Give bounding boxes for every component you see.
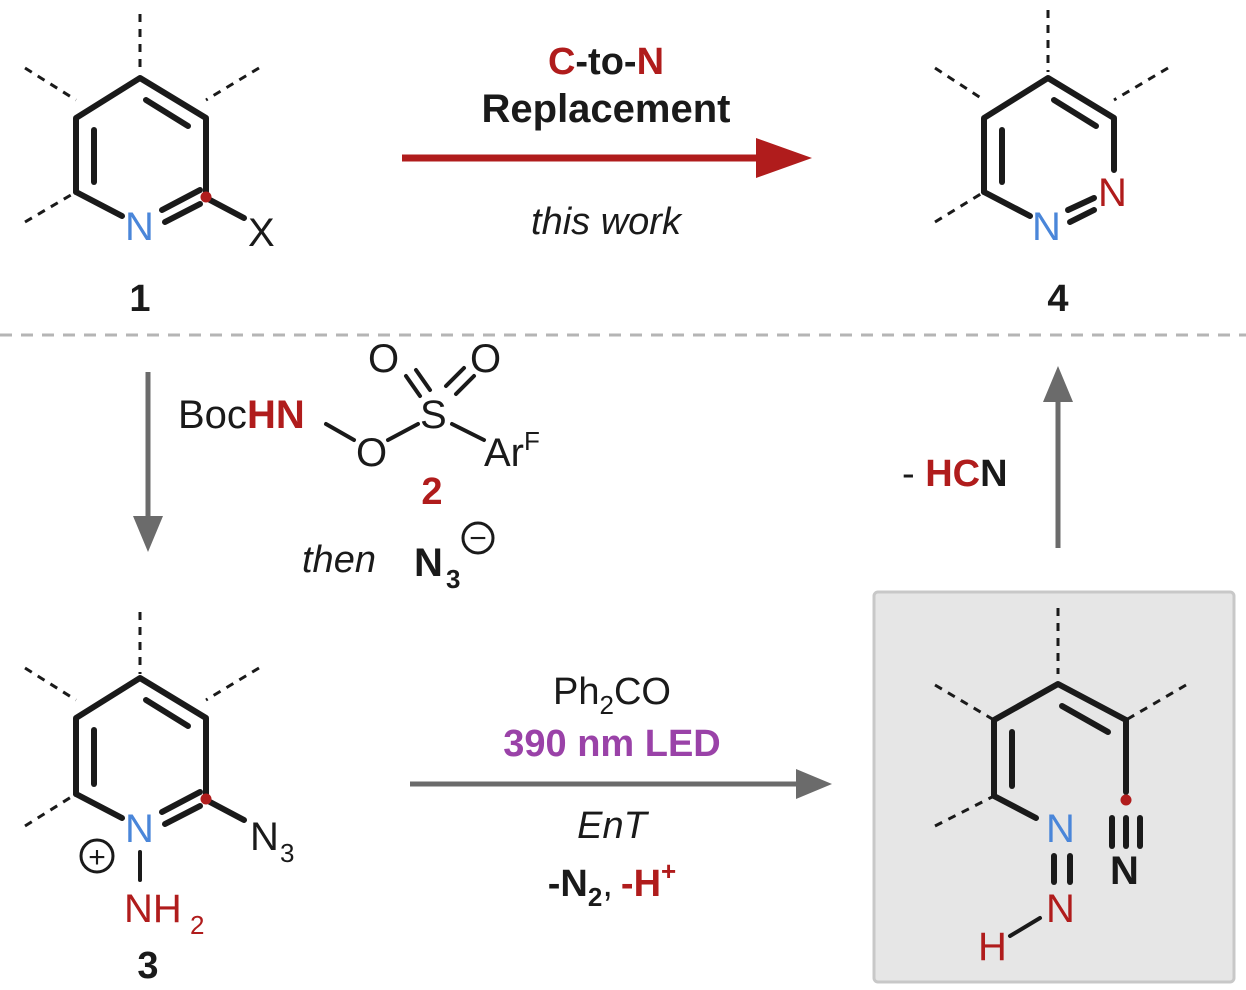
compound-label-3: 3	[137, 945, 158, 987]
reagent-o-top-left: O	[368, 337, 399, 381]
ar-text: Ar	[484, 431, 524, 475]
reagent-o-top-right: O	[470, 337, 501, 381]
reagent-o-bridge: O	[356, 431, 387, 475]
compound-1-structure: N X	[24, 14, 275, 255]
azido-sub: 3	[280, 838, 294, 868]
reagent-aryl: ArF	[484, 426, 540, 475]
pyridinium-nitrogen: N	[125, 807, 154, 851]
hcn-hc: HC	[925, 453, 980, 495]
nitrile-nitrogen: N	[1110, 849, 1139, 893]
reagent-boc-hn: BocHN	[178, 393, 305, 437]
minus-h: -H	[621, 863, 661, 905]
azide-charge: −	[469, 522, 487, 555]
c-to-n-title: C-to-N	[548, 41, 664, 83]
hn-text: HN	[247, 393, 305, 437]
title-n: N	[637, 41, 664, 83]
minus-n2: -N	[548, 863, 588, 905]
hcn-loss-label: - HCN	[902, 453, 1008, 495]
byproduct-loss-label: -N2,-H+	[548, 856, 676, 912]
reagent-2-structure: BocHN O S O O ArF	[178, 337, 540, 475]
azide-n: N	[414, 541, 443, 585]
positive-charge-circle	[79, 838, 115, 874]
hcn-dash: -	[902, 453, 925, 495]
compound-4-structure: N N	[934, 10, 1169, 249]
amination-arrow	[133, 372, 163, 552]
n2-sub: 2	[588, 882, 602, 912]
light-source-label: 390 nm LED	[503, 723, 721, 765]
c-to-n-replacement-arrow	[402, 138, 812, 178]
photosensitizer-label: Ph2CO	[553, 671, 671, 720]
diazene-n2: N	[1046, 887, 1075, 931]
ph-text: Ph	[553, 671, 599, 713]
loss-comma: ,	[602, 863, 613, 905]
reactive-carbon-dot-3	[200, 793, 212, 805]
amino-sub: 2	[190, 910, 204, 940]
pyridazine-n1: N	[1032, 205, 1061, 249]
azide-anion: N 3 −	[414, 521, 495, 594]
hcn-elimination-arrow	[1043, 366, 1073, 548]
isocyanide-carbon-dot	[1120, 794, 1132, 806]
ring-opened-intermediate: N N N H	[934, 608, 1187, 969]
compound-label-1: 1	[129, 278, 150, 320]
replacement-label: Replacement	[482, 87, 731, 131]
intermediate-box	[872, 590, 1236, 984]
then-label: then	[302, 539, 376, 581]
energy-transfer-label: EnT	[577, 805, 649, 847]
diazene-h: H	[978, 925, 1007, 969]
pyridazine-n2: N	[1098, 171, 1127, 215]
azide-sub: 3	[446, 564, 460, 594]
reagent-sulfur: S	[420, 393, 447, 437]
boc-text: Boc	[178, 393, 247, 437]
this-work-label: this work	[531, 201, 683, 243]
diazene-n1: N	[1046, 807, 1075, 851]
amino-nh: NH	[124, 887, 182, 931]
leaving-group-x: X	[248, 211, 275, 255]
compound-3-structure: N N 3 + NH 2	[24, 612, 294, 940]
reagent-number-2: 2	[421, 471, 442, 513]
hcn-n: N	[980, 453, 1007, 495]
ph-sub: 2	[600, 690, 614, 720]
pyridine-nitrogen: N	[125, 205, 154, 249]
co-text: CO	[614, 671, 671, 713]
compound-label-4: 4	[1047, 278, 1068, 320]
negative-charge-circle	[461, 521, 495, 555]
h-sup: +	[661, 856, 676, 886]
positive-charge: +	[88, 841, 106, 874]
reactive-carbon-dot	[200, 191, 212, 203]
azido-n: N	[250, 815, 279, 859]
ar-sup: F	[524, 426, 540, 456]
title-to: -to-	[575, 41, 636, 83]
title-c: C	[548, 41, 575, 83]
photolysis-arrow	[410, 769, 832, 799]
